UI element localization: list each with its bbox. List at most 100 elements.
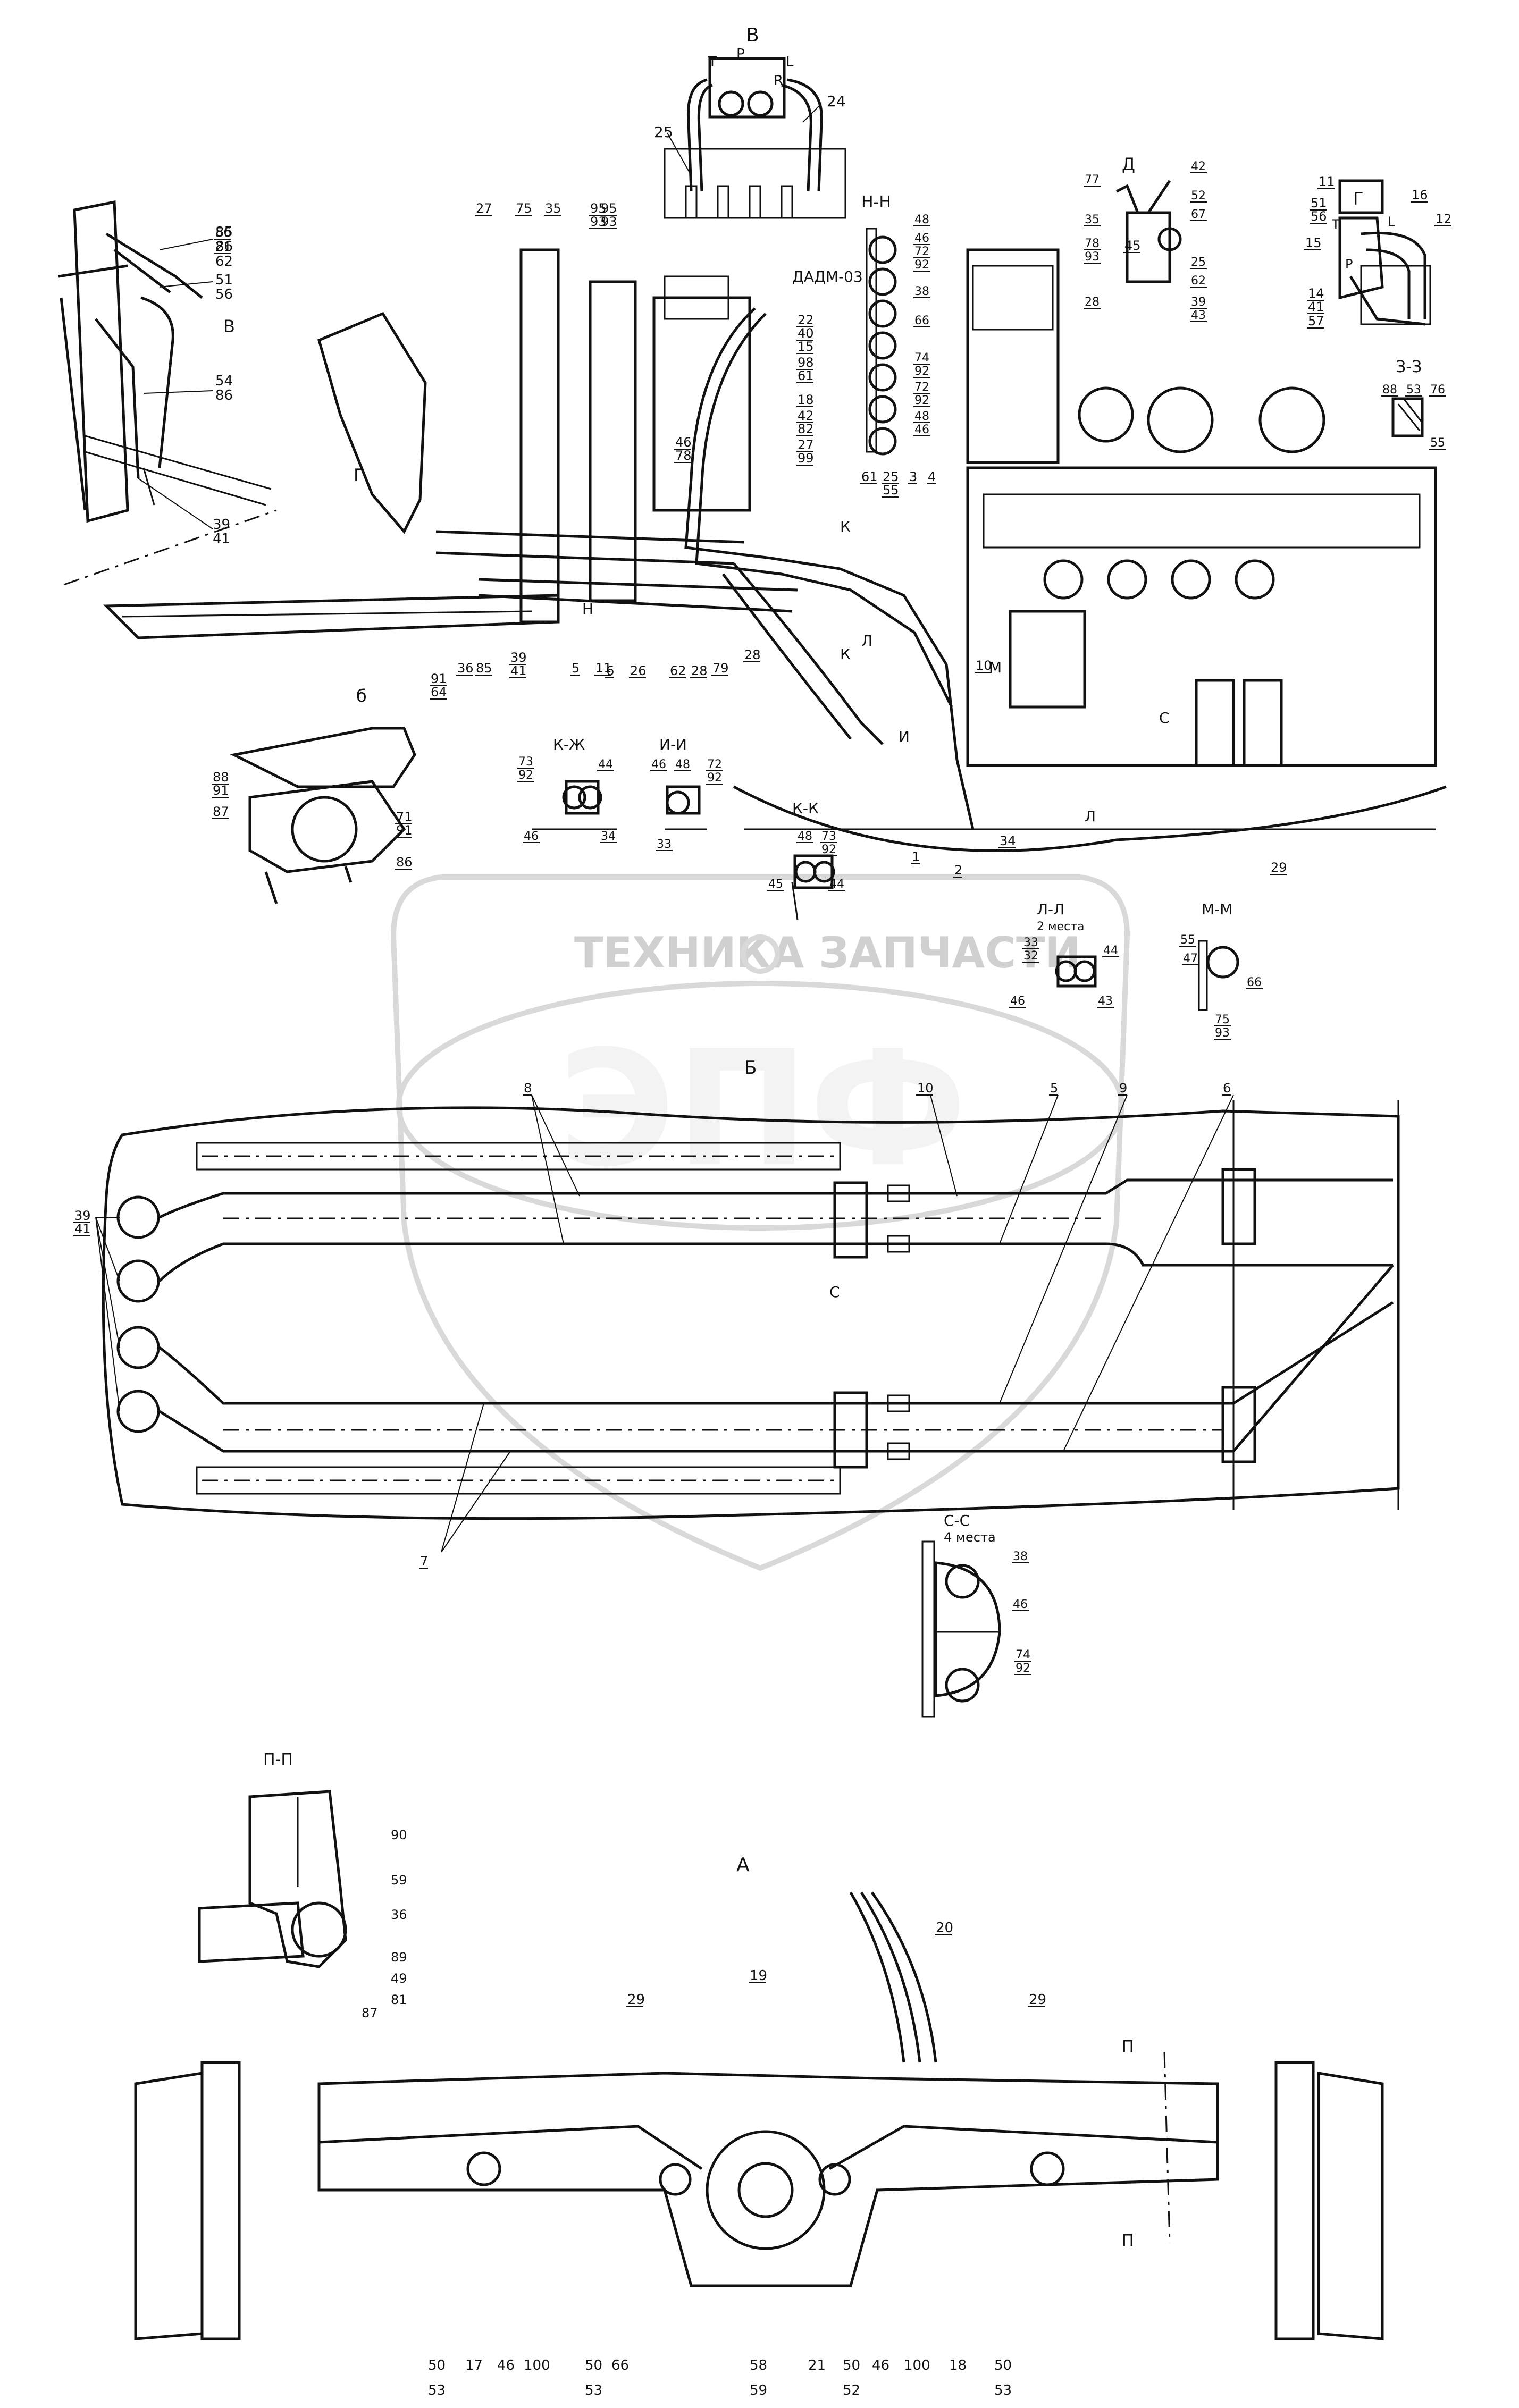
sensor-label: ДАДМ-03 (792, 268, 863, 285)
callout-left-7: 39 (213, 517, 230, 533)
view-c-cut: С (829, 1283, 840, 1301)
callout-zz-1: 53 (1406, 383, 1421, 397)
callout-b-6: 6 (1223, 1081, 1231, 1096)
callout-a_top-3: 29 (1029, 1992, 1046, 2008)
callout-pp-1: 59 (391, 1873, 407, 1888)
callout-a_bottom_top-9: 46 (872, 2358, 889, 2373)
callout-g-1: 56 (1311, 209, 1327, 224)
callout-zz-2: 76 (1430, 383, 1445, 397)
callout-engine-16: 27 (798, 437, 814, 452)
callout-b1-1: 91 (213, 783, 229, 798)
callout-engine-8: 40 (798, 326, 814, 341)
callout-engine-22: 4 (928, 469, 936, 484)
callout-nn-10: 48 (914, 410, 929, 423)
callout-engine-19: 25 (883, 469, 899, 484)
view-p-cut-2: П (1122, 2232, 1134, 2250)
callout-ii-4: 33 (657, 838, 672, 851)
callout-engine-27: 29 (1271, 860, 1287, 875)
callout-ii-3: 92 (707, 771, 722, 785)
callout-b1-5: 86 (396, 855, 413, 870)
view-g-title: Г (1353, 189, 1364, 209)
callout-b-7: 7 (420, 1554, 428, 1569)
callout-ss-0: 38 (1013, 1550, 1028, 1563)
callout-kzh-2: 44 (598, 758, 613, 771)
callout-left-0: 85 (215, 224, 233, 240)
callout-nn-2: 72 (914, 245, 929, 258)
callout-d-4: 28 (1085, 296, 1100, 309)
callout-zz-0: 88 (1382, 383, 1397, 397)
view-d-title: Д (1122, 154, 1135, 174)
callout-g-0: 51 (1311, 196, 1327, 211)
view-l-cut: Л (861, 632, 872, 650)
callout-nn-1: 46 (914, 232, 929, 245)
callout-nn-9: 92 (914, 394, 929, 407)
view-left-cabin: В 85 86 62 51 56 54 86 39 41 (58, 200, 277, 586)
callout-kzh-3: 46 (524, 830, 539, 843)
callout-ss-1: 46 (1013, 1598, 1028, 1611)
callout-nn-4: 38 (914, 285, 929, 298)
callout-d-9: 62 (1191, 274, 1206, 288)
callout-a_top-2: 20 (936, 1920, 953, 1936)
callout-left-3: 51 (215, 272, 233, 288)
view-l-cut-2: Л (1085, 807, 1096, 825)
callout-engine-25: 10 (976, 658, 992, 673)
callout-nn-0: 48 (914, 213, 929, 226)
callout-engine-10: 98 (798, 355, 814, 370)
callout-a_bottom_top-4: 50 (585, 2358, 602, 2373)
callout-g-8: 11 (1319, 174, 1335, 189)
callout-nn-8: 72 (914, 381, 929, 394)
view-ss-title: С-С (944, 1512, 970, 1529)
callout-ll-2: 44 (1103, 944, 1118, 957)
callout-engine-21: 3 (909, 469, 917, 484)
callout-engine-3: 95 (601, 201, 617, 216)
callout-engine-9: 15 (798, 339, 814, 354)
callout-pp-3: 89 (391, 1950, 407, 1965)
callout-engine-34: 79 (712, 661, 729, 676)
callout-engine-26: 34 (1000, 833, 1016, 848)
callout-engine-23: 2 (954, 863, 962, 878)
view-nn-title: Н-Н (861, 193, 891, 212)
callout-a_bottom_low-2: 59 (750, 2382, 767, 2398)
callout-d-5: 42 (1191, 160, 1206, 173)
callout-g-5: 14 (1308, 286, 1324, 301)
label-g-L: L (1388, 214, 1395, 229)
callout-kk-4: 44 (829, 878, 844, 891)
callout-a_bottom_low-3: 52 (843, 2382, 860, 2398)
callout-engine-31: 26 (630, 663, 647, 678)
callout-a_bottom_top-3: 100 (524, 2358, 550, 2373)
view-v-top-title: В (746, 24, 759, 46)
view-zz-title: З-З (1396, 358, 1422, 376)
callout-left-5: 54 (215, 373, 233, 389)
callout-g-3: 12 (1436, 212, 1452, 226)
callout-ii-1: 48 (675, 758, 690, 771)
callout-b-3: 10 (917, 1081, 934, 1096)
callout-ss-2: 74 (1016, 1648, 1030, 1662)
callout-left-8: 41 (213, 531, 230, 547)
callout-engine-36: 64 (431, 685, 447, 700)
callout-nn-3: 92 (914, 258, 929, 272)
callout-b-4: 5 (1050, 1081, 1058, 1096)
watermark-oval (396, 981, 1124, 1231)
callout-a_bottom_top-0: 50 (428, 2358, 446, 2373)
watermark-gear-icon (741, 934, 780, 974)
label-g-T: T (1331, 217, 1340, 232)
callout-engine-28: 5 (572, 661, 580, 676)
callout-engine-20: 55 (883, 483, 899, 498)
callout-d-1: 35 (1085, 213, 1100, 226)
callout-mm-2: 66 (1247, 976, 1262, 989)
callout-engine-1: 75 (516, 201, 532, 216)
callout-v_top-1: 24 (827, 92, 846, 110)
callout-d-2: 78 (1085, 237, 1100, 250)
callout-pp-2: 36 (391, 1907, 407, 1922)
callout-d-0: 77 (1085, 173, 1100, 187)
view-ii-title: И-И (659, 736, 687, 753)
callout-engine-44: 39 (510, 650, 527, 665)
callout-nn-7: 92 (914, 365, 929, 378)
